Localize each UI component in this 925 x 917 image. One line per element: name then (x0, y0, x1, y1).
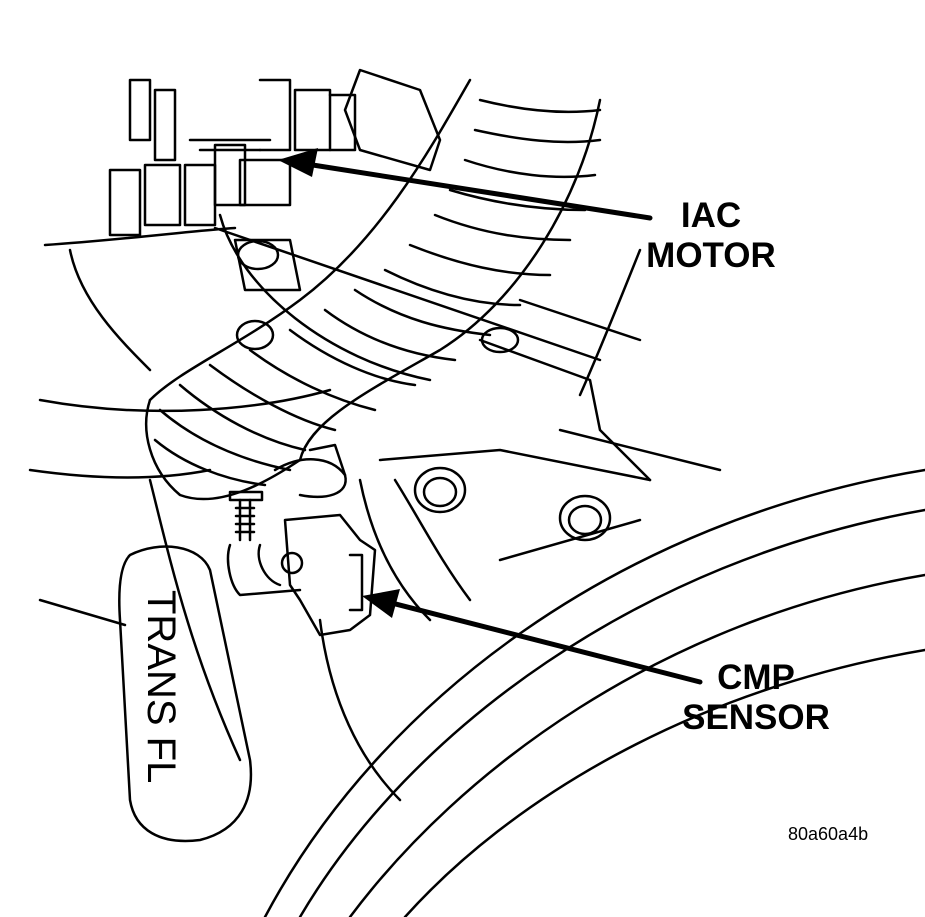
cmp-leader (377, 597, 703, 685)
iac-label-line1: IAC (680, 196, 742, 235)
iac-label-line2: MOTOR (646, 236, 776, 275)
intake-hose (145, 78, 602, 501)
reference-code: 80a60a4b (788, 824, 869, 844)
iac-arrowhead (278, 148, 318, 177)
iac-leader (297, 160, 653, 221)
cmp-arrowhead (362, 589, 400, 618)
cmp-sensor (226, 513, 377, 637)
trans-shroud (118, 545, 253, 843)
cmp-label-line1: CMP (717, 658, 795, 697)
trans-fl-label: TRANS FL (139, 590, 183, 783)
transmission-housing (263, 468, 925, 917)
wiring-harness (108, 68, 442, 237)
cmp-sensor-label: CMP SENSOR (676, 658, 836, 738)
leader-arrows (297, 160, 703, 685)
engine-block (28, 213, 722, 802)
cmp-label-line2: SENSOR (682, 698, 830, 737)
bolts (228, 466, 612, 542)
iac-motor-label: IAC MOTOR (636, 196, 786, 276)
